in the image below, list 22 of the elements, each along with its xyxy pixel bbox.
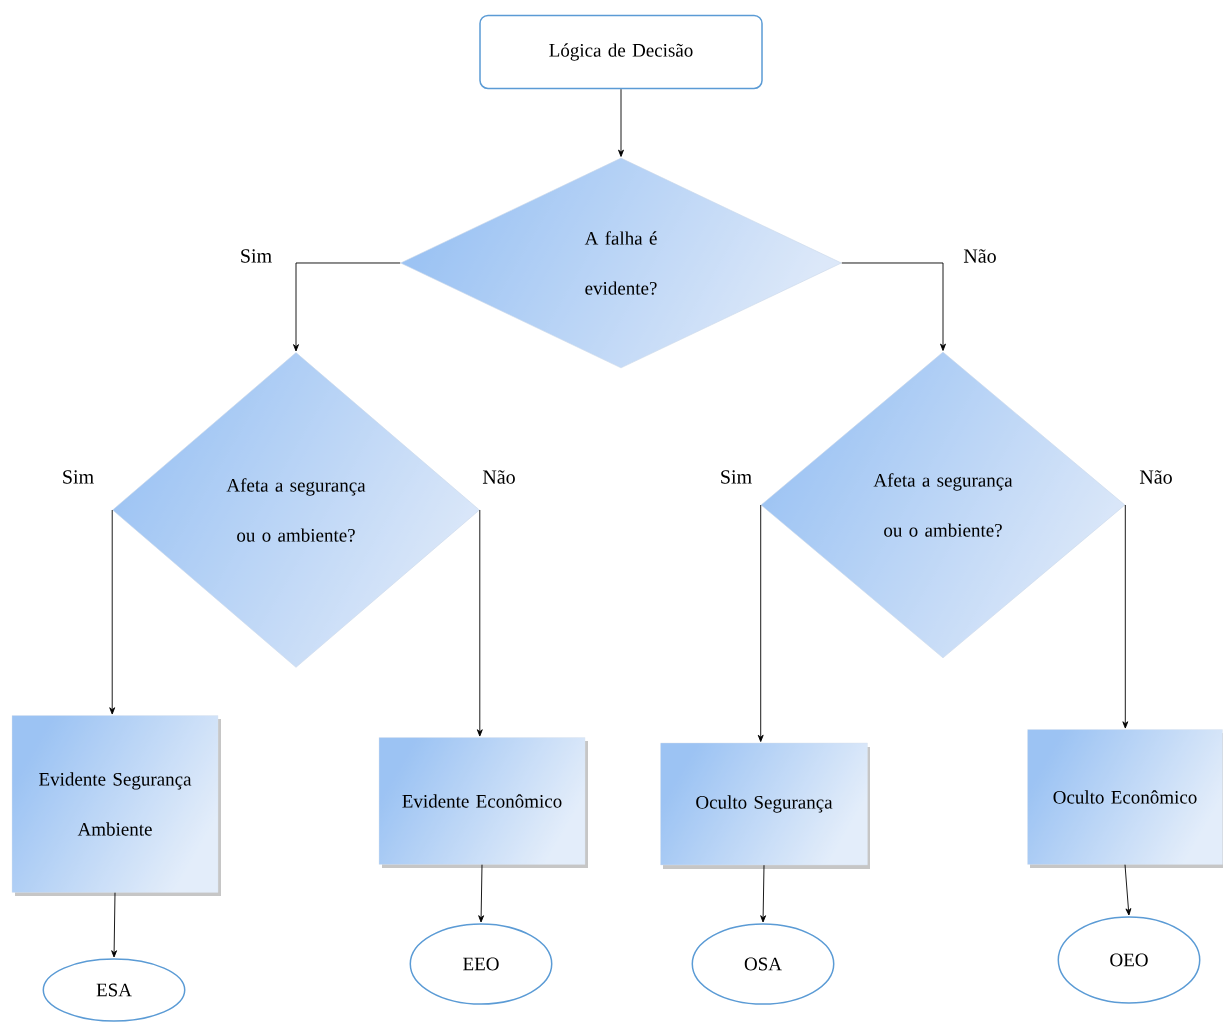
- arrow: [760, 864, 767, 923]
- edge-label: Não: [1139, 470, 1172, 484]
- arrow: [618, 88, 624, 157]
- outcome-box: Oculto Econômico: [1027, 729, 1223, 865]
- outcome-box: Evidente Econômico: [378, 737, 586, 865]
- arrow: [757, 504, 764, 742]
- arrow: [1122, 504, 1129, 729]
- arrow: [109, 509, 116, 715]
- edge-label: Sim: [63, 470, 94, 484]
- arrow: [478, 864, 485, 923]
- outcome-box: Oculto Segurança: [660, 742, 868, 866]
- start-box: Lógica de Decisão: [479, 14, 763, 90]
- arrow: [841, 262, 946, 351]
- arrow: [111, 892, 118, 958]
- edge-label: Sim: [241, 249, 272, 263]
- edge-label: Sim: [721, 470, 752, 484]
- arrow: [476, 509, 483, 737]
- arrow: [293, 262, 401, 352]
- outcome-box: Evidente Segurança Ambiente: [11, 715, 219, 893]
- edge-label: Não: [963, 249, 996, 263]
- edge-label: Não: [482, 470, 515, 484]
- arrow: [1124, 864, 1132, 916]
